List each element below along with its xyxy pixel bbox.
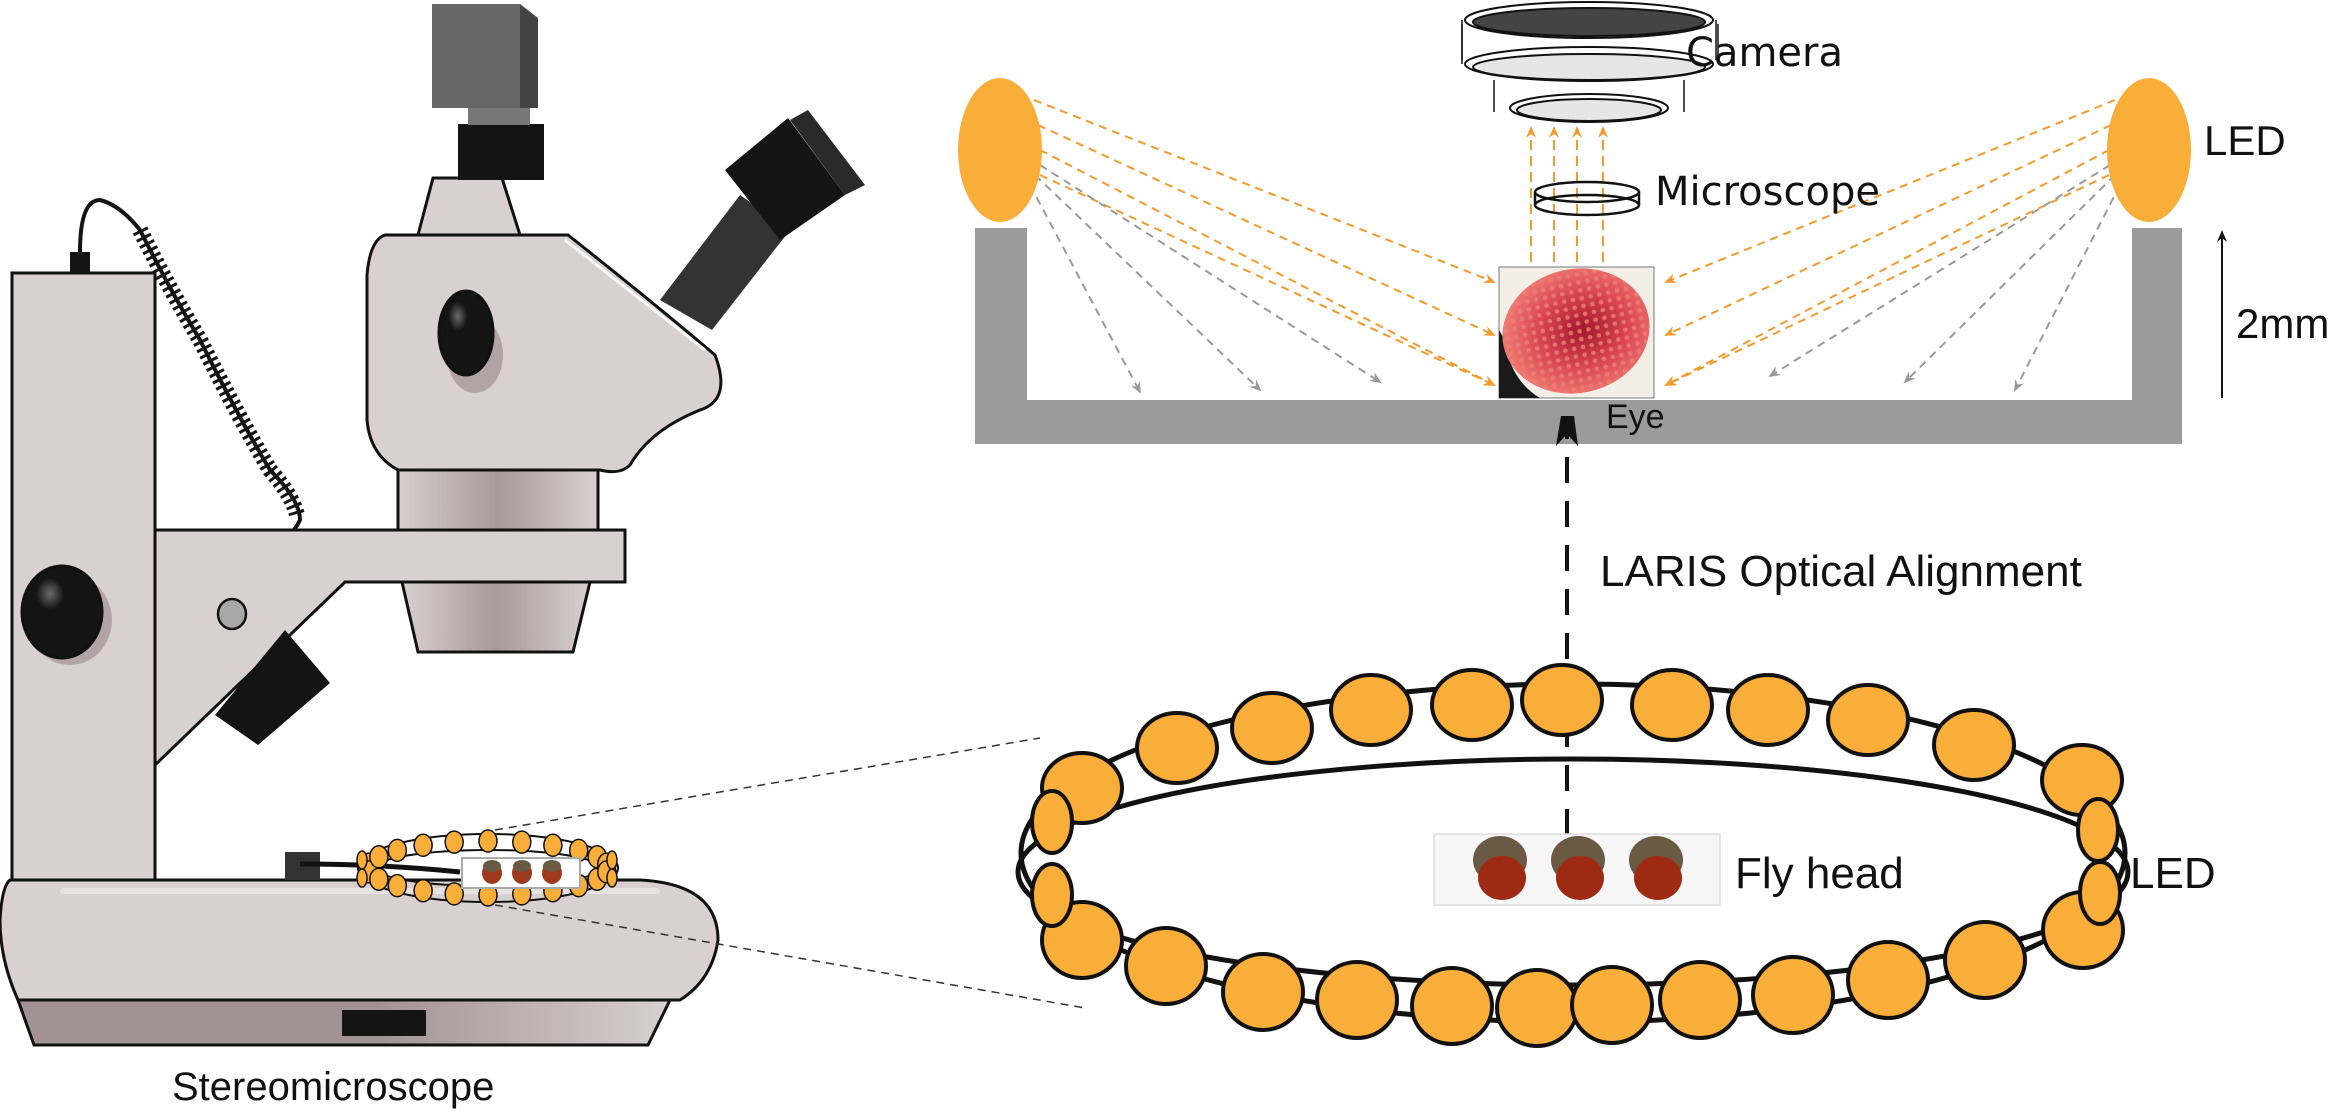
alignment-arrowhead (1556, 416, 1578, 446)
ring-led (1520, 663, 1604, 737)
mini-fly-head (512, 860, 532, 884)
ring-led (1932, 708, 2016, 782)
mini-ring-led (444, 830, 464, 854)
ring-led (1658, 960, 1742, 1040)
ring-led (1230, 691, 1314, 765)
mini-ring-led (369, 867, 389, 891)
ring-led (1315, 960, 1399, 1040)
zoom-guide-top (494, 737, 1041, 831)
ring-led (1751, 955, 1835, 1035)
ring-led-side (2076, 797, 2120, 863)
ray-orange-left (1033, 99, 1496, 283)
fly-head-label: Fly head (1735, 849, 1904, 898)
camera-label: Camera (1686, 30, 1843, 76)
ray-orange-left (1039, 149, 1496, 386)
alignment-label: LARIS Optical Alignment (1600, 547, 2082, 596)
camera-adapter (458, 124, 544, 180)
objective-lens (400, 580, 592, 654)
mini-fly-head (542, 860, 562, 884)
ray-gray-left (1029, 184, 1141, 394)
ray-gray-right (2014, 184, 2121, 392)
eyepiece-tube (660, 195, 790, 330)
lock-screw (216, 597, 248, 631)
led-label-top: LED (2204, 117, 2286, 164)
chamber-wall (975, 228, 2182, 444)
microscope-lens (1533, 180, 1641, 217)
ring-led (1826, 683, 1910, 757)
stereomicroscope-label: Stereomicroscope (172, 1065, 494, 1109)
microscope-head (365, 233, 723, 474)
base-switch (342, 1010, 426, 1036)
led-right (2107, 78, 2191, 222)
mini-ring-led (356, 850, 368, 870)
led-left (958, 78, 1042, 222)
zoom-knob (437, 289, 495, 377)
coiled-cable (78, 197, 303, 554)
ring-led (1943, 920, 2027, 1000)
light-rays (1029, 99, 2121, 394)
ring-led (1410, 966, 1494, 1046)
mini-ring-led (543, 833, 563, 858)
ray-gray-right (1903, 174, 2116, 384)
mini-ring-led (369, 845, 389, 869)
mini-ring-led (606, 868, 618, 888)
led-ring (1015, 663, 2131, 1048)
ring-led-side (1030, 789, 1074, 855)
mini-ring-led (606, 850, 618, 870)
microscope-base (0, 878, 720, 1047)
ring-led-side (2078, 860, 2122, 926)
camera-optics (1461, 1, 1719, 123)
fly-head (1551, 836, 1605, 900)
ray-orange-right (1664, 124, 2112, 336)
ray-orange-left (1039, 174, 1496, 386)
mini-ring-led (444, 882, 464, 906)
ring-led (1221, 952, 1305, 1032)
mini-ring-led (512, 830, 532, 854)
focus-knob (20, 564, 104, 660)
cable-plug (70, 252, 90, 273)
imaging-chamber (975, 228, 2182, 444)
ray-gray-left (1039, 164, 1382, 384)
eye-label: Eye (1606, 398, 1665, 436)
mini-ring-led (478, 829, 498, 853)
microscope-camera (432, 4, 538, 108)
ray-orange-right (1664, 174, 2110, 386)
cable-coils (132, 226, 305, 518)
ring-led (1570, 965, 1654, 1045)
illuminator-block (215, 630, 330, 745)
mini-ring-led (356, 868, 368, 888)
ring-led (1630, 668, 1714, 742)
ring-led (1329, 673, 1413, 747)
mini-fly-head (482, 860, 502, 884)
ring-led (1135, 711, 1219, 785)
ray-orange-left (1037, 124, 1496, 336)
mini-ring-led (413, 878, 433, 903)
camera-coupler (468, 105, 530, 125)
fly-head (1629, 836, 1683, 900)
fly-head (1473, 836, 1527, 900)
zoom-guide-bottom (494, 904, 1086, 1009)
ray-gray-right (1768, 164, 2111, 378)
ring-led-side (1030, 862, 1074, 928)
mini-ring-led (413, 833, 433, 858)
stereomicroscope (0, 4, 865, 1047)
mini-led-ring (285, 829, 619, 907)
ring-led (1726, 673, 1810, 747)
scale-label: 2mm (2236, 300, 2329, 347)
microscope-label: Microscope (1655, 169, 1880, 215)
led-label-ring: LED (2130, 849, 2216, 898)
ring-led (1846, 940, 1930, 1020)
mini-ring-led (387, 838, 408, 863)
ring-led (1495, 968, 1579, 1048)
fly-head-holder (1433, 833, 1721, 906)
ring-led (1430, 668, 1514, 742)
ray-orange-right (1664, 99, 2116, 283)
mini-ring-led (387, 873, 408, 898)
eyepiece (725, 118, 845, 240)
eye-image (1498, 266, 1655, 399)
ring-led (1124, 926, 1208, 1006)
ray-gray-left (1034, 174, 1262, 392)
